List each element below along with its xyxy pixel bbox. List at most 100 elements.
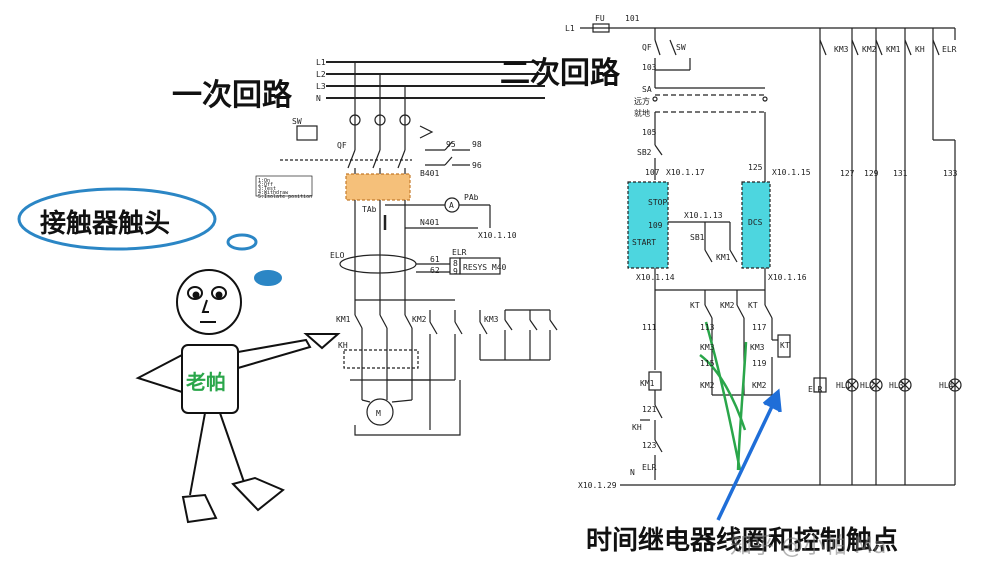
svg-text:KM2: KM2 bbox=[700, 381, 715, 390]
svg-text:117: 117 bbox=[752, 323, 767, 332]
svg-text:1:On: 1:On bbox=[258, 178, 270, 184]
green-highlights bbox=[699, 321, 748, 471]
svg-text:KM3: KM3 bbox=[750, 343, 765, 352]
svg-text:129: 129 bbox=[864, 169, 879, 178]
svg-text:B401: B401 bbox=[420, 169, 439, 178]
svg-text:ELR: ELR bbox=[452, 248, 467, 257]
svg-text:X10.1.14: X10.1.14 bbox=[636, 273, 675, 282]
svg-text:KM1: KM1 bbox=[716, 253, 731, 262]
svg-text:SB1: SB1 bbox=[690, 233, 705, 242]
svg-text:KT: KT bbox=[748, 301, 758, 310]
svg-text:X10.1.10: X10.1.10 bbox=[478, 231, 517, 240]
svg-text:61: 61 bbox=[430, 255, 440, 264]
svg-text:115: 115 bbox=[700, 359, 715, 368]
svg-text:L3: L3 bbox=[316, 82, 326, 91]
svg-text:STOP: STOP bbox=[648, 198, 667, 207]
svg-text:98: 98 bbox=[472, 140, 482, 149]
svg-text:KM1: KM1 bbox=[336, 315, 351, 324]
svg-text:L2: L2 bbox=[316, 70, 326, 79]
svg-text:8: 8 bbox=[453, 259, 458, 268]
secondary-circuit-title: 二次回路 bbox=[500, 56, 620, 91]
svg-text:QF: QF bbox=[337, 141, 347, 150]
svg-text:FU: FU bbox=[595, 14, 605, 23]
svg-text:L1: L1 bbox=[316, 58, 326, 67]
svg-text:3:Test: 3:Test bbox=[258, 186, 276, 192]
svg-text:SW: SW bbox=[676, 43, 686, 52]
svg-text:KM2: KM2 bbox=[412, 315, 427, 324]
svg-text:133: 133 bbox=[943, 169, 958, 178]
svg-text:2:Off: 2:Off bbox=[258, 182, 273, 188]
svg-text:KT: KT bbox=[780, 341, 790, 350]
svg-text:KM3: KM3 bbox=[834, 45, 849, 54]
svg-text:L1: L1 bbox=[565, 24, 575, 33]
svg-text:A: A bbox=[449, 201, 454, 210]
svg-text:ELR: ELR bbox=[942, 45, 957, 54]
svg-text:KM2: KM2 bbox=[720, 301, 735, 310]
svg-text:KM1: KM1 bbox=[886, 45, 901, 54]
svg-text:KM1: KM1 bbox=[640, 379, 655, 388]
svg-text:就地: 就地 bbox=[634, 108, 650, 118]
svg-text:119: 119 bbox=[752, 359, 767, 368]
character-name: 老帕 bbox=[186, 370, 226, 394]
svg-text:ELR: ELR bbox=[642, 463, 657, 472]
svg-text:ELO: ELO bbox=[330, 251, 345, 260]
svg-text:113: 113 bbox=[700, 323, 715, 332]
svg-text:KH: KH bbox=[915, 45, 925, 54]
svg-text:62: 62 bbox=[430, 266, 440, 275]
svg-text:ELR: ELR bbox=[808, 385, 823, 394]
svg-text:KM3: KM3 bbox=[700, 343, 715, 352]
svg-text:105: 105 bbox=[642, 128, 657, 137]
svg-text:96: 96 bbox=[472, 161, 482, 170]
svg-text:M: M bbox=[376, 409, 381, 418]
svg-text:X10.1.29: X10.1.29 bbox=[578, 481, 617, 490]
svg-text:HL4: HL4 bbox=[939, 381, 954, 390]
svg-text:95: 95 bbox=[446, 140, 456, 149]
svg-text:HL3: HL3 bbox=[889, 381, 904, 390]
svg-text:111: 111 bbox=[642, 323, 657, 332]
annotation-arrow bbox=[716, 388, 782, 521]
svg-text:121: 121 bbox=[642, 405, 657, 414]
svg-text:START: START bbox=[632, 238, 656, 247]
primary-circuit bbox=[255, 61, 558, 436]
svg-text:远方: 远方 bbox=[634, 96, 650, 106]
svg-text:RESYS M40: RESYS M40 bbox=[463, 263, 507, 272]
svg-text:HL2: HL2 bbox=[860, 381, 875, 390]
svg-text:KH: KH bbox=[338, 341, 348, 350]
svg-text:N401: N401 bbox=[420, 218, 439, 227]
svg-text:HL1: HL1 bbox=[836, 381, 851, 390]
svg-text:127: 127 bbox=[840, 169, 855, 178]
secondary-circuit bbox=[580, 23, 962, 486]
svg-text:X10.1.13: X10.1.13 bbox=[684, 211, 723, 220]
svg-text:KM2: KM2 bbox=[862, 45, 877, 54]
svg-text:125: 125 bbox=[748, 163, 763, 172]
cartoon-character bbox=[17, 187, 341, 524]
svg-text:DCS: DCS bbox=[748, 218, 763, 227]
svg-text:QF: QF bbox=[642, 43, 652, 52]
svg-text:123: 123 bbox=[642, 441, 657, 450]
svg-text:PAb: PAb bbox=[464, 193, 479, 202]
svg-text:KM2: KM2 bbox=[752, 381, 767, 390]
svg-text:KH: KH bbox=[632, 423, 642, 432]
svg-text:X10.1.16: X10.1.16 bbox=[768, 273, 807, 282]
annotation-caption: 时间继电器线圈和控制触点 bbox=[586, 526, 899, 556]
secondary-labels: L1 FU 101 QF SW 103 SA 远方 就地 105 SB2 107… bbox=[565, 14, 958, 490]
svg-text:131: 131 bbox=[893, 169, 908, 178]
svg-text:103: 103 bbox=[642, 63, 657, 72]
svg-text:101: 101 bbox=[625, 14, 640, 23]
svg-text:107: 107 bbox=[645, 168, 660, 177]
svg-text:5:Isolate position: 5:Isolate position bbox=[258, 194, 312, 200]
svg-text:TAb: TAb bbox=[362, 205, 377, 214]
thought-bubble-text: 接触器触头 bbox=[40, 209, 171, 239]
svg-text:KM3: KM3 bbox=[484, 315, 499, 324]
svg-text:4:Withdraw: 4:Withdraw bbox=[258, 190, 289, 196]
svg-text:N: N bbox=[630, 468, 635, 477]
svg-text:SW: SW bbox=[292, 117, 302, 126]
svg-text:N: N bbox=[316, 94, 321, 103]
svg-text:KT: KT bbox=[690, 301, 700, 310]
svg-text:SB2: SB2 bbox=[637, 148, 652, 157]
svg-text:X10.1.17: X10.1.17 bbox=[666, 168, 705, 177]
primary-circuit-title: 一次回路 bbox=[172, 78, 292, 113]
svg-text:X10.1.15: X10.1.15 bbox=[772, 168, 811, 177]
